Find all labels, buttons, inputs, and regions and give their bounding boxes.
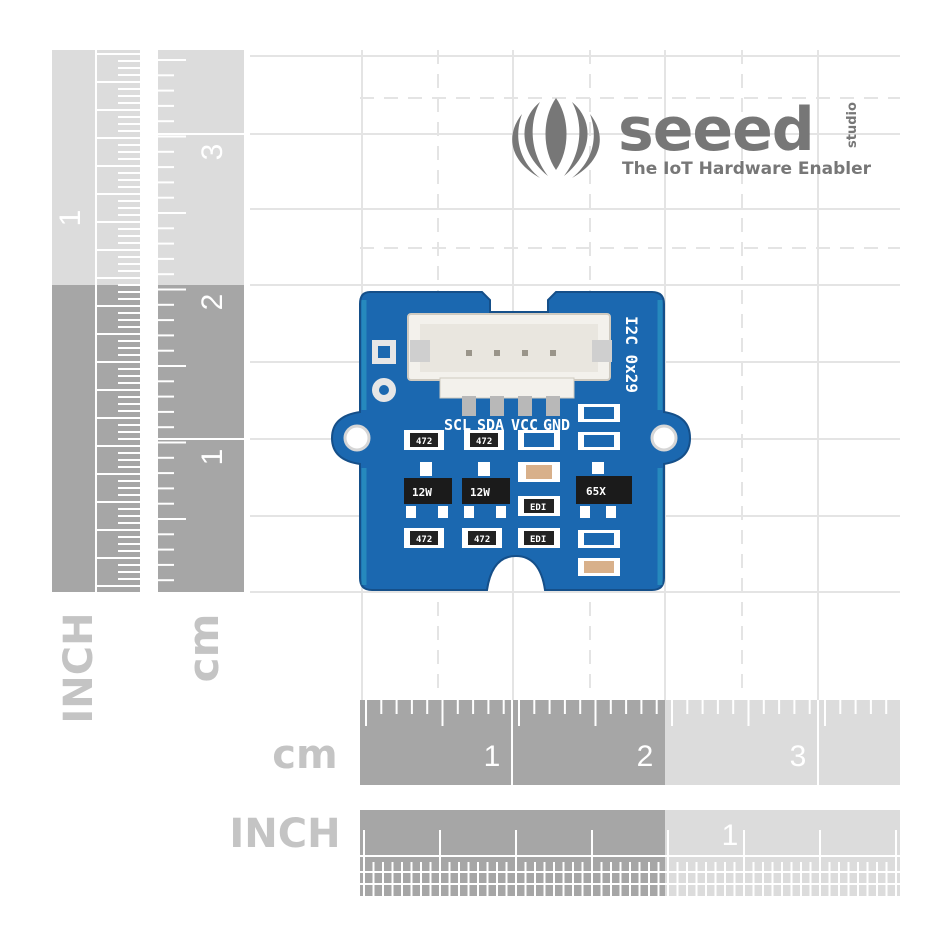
pin-label-vcc: VCC xyxy=(511,416,538,434)
mounting-hole-left xyxy=(343,424,371,452)
svg-text:472: 472 xyxy=(416,535,432,545)
capacitor-c2 xyxy=(578,404,620,450)
resistor-r3 xyxy=(518,462,560,482)
vertical-cm-number-3: 3 xyxy=(196,144,229,161)
transistor-q2: 12W xyxy=(462,462,510,518)
mounting-hole-right xyxy=(650,424,678,452)
vertical-cm-ruler: 3 2 1 cm xyxy=(158,50,244,682)
horizontal-inch-number: 1 xyxy=(722,819,739,852)
resistor-r4: 472 xyxy=(404,528,444,548)
vertical-inch-label: INCH xyxy=(56,612,102,723)
svg-text:12W: 12W xyxy=(470,486,490,499)
capacitor-c3 xyxy=(578,530,620,576)
svg-text:65X: 65X xyxy=(586,485,606,498)
diode-d2: EDI xyxy=(518,528,560,548)
brand-tagline: The IoT Hardware Enabler xyxy=(622,159,872,179)
horizontal-cm-label: cm xyxy=(272,732,337,778)
grove-connector xyxy=(407,313,612,416)
seeed-lotus-icon xyxy=(512,98,600,178)
pin-label-sda: SDA xyxy=(477,416,504,434)
horizontal-cm-number-3: 3 xyxy=(790,740,807,773)
resistor-r5: 472 xyxy=(462,528,502,548)
svg-text:EDI: EDI xyxy=(530,503,546,513)
horizontal-cm-number-2: 2 xyxy=(637,740,654,773)
svg-text:EDI: EDI xyxy=(530,535,546,545)
pin-label-scl: SCL xyxy=(444,416,471,434)
regulator-u1: 65X xyxy=(576,462,632,518)
svg-text:472: 472 xyxy=(476,437,492,447)
pin-label-gnd: GND xyxy=(543,416,570,434)
horizontal-cm-number-1: 1 xyxy=(484,740,501,773)
brand-name: seeed xyxy=(618,95,814,165)
vertical-inch-ruler: 1 INCH xyxy=(52,50,140,724)
svg-text:12W: 12W xyxy=(412,486,432,499)
vertical-cm-label: cm xyxy=(179,614,228,683)
vertical-cm-number-1: 1 xyxy=(196,449,229,466)
vertical-inch-number: 1 xyxy=(54,210,87,227)
resistor-r1: 472 xyxy=(404,430,444,450)
vertical-cm-number-2: 2 xyxy=(196,294,229,311)
horizontal-inch-label: INCH xyxy=(229,811,340,857)
transistor-q1: 12W xyxy=(404,462,452,518)
resistor-r2: 472 xyxy=(464,430,504,450)
horizontal-inch-ruler: 1 INCH xyxy=(229,810,900,896)
i2c-address-label: I2C 0x29 xyxy=(622,316,641,393)
sensor-board: SCL SDA VCC GND I2C 0x29 472 472 xyxy=(330,291,692,591)
seeed-logo: seeed studio The IoT Hardware Enabler xyxy=(512,95,872,179)
svg-text:472: 472 xyxy=(416,437,432,447)
svg-text:472: 472 xyxy=(474,535,490,545)
horizontal-cm-ruler: 1 2 3 cm xyxy=(272,700,900,785)
brand-sub: studio xyxy=(845,102,860,148)
diode-d1: EDI xyxy=(518,496,560,516)
capacitor-c1 xyxy=(518,430,560,450)
